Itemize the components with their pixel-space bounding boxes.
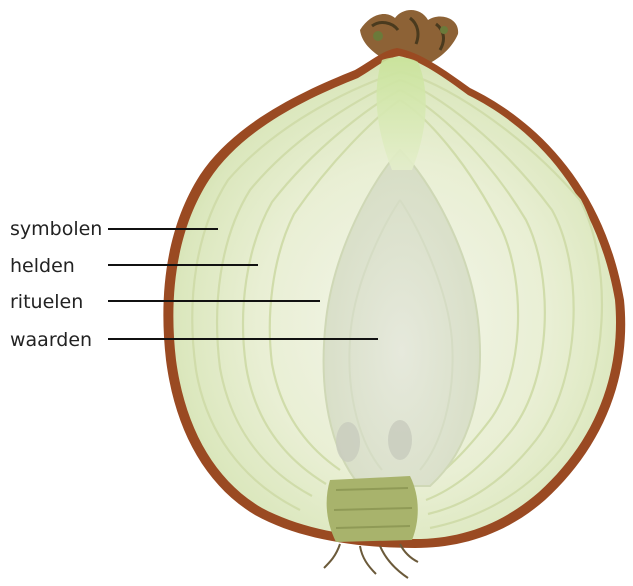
label-waarden: waarden [10, 329, 92, 351]
label-rituelen: rituelen [10, 291, 83, 313]
label-symbolen: symbolen [10, 218, 102, 240]
roots [324, 544, 418, 578]
label-helden: helden [10, 255, 75, 277]
